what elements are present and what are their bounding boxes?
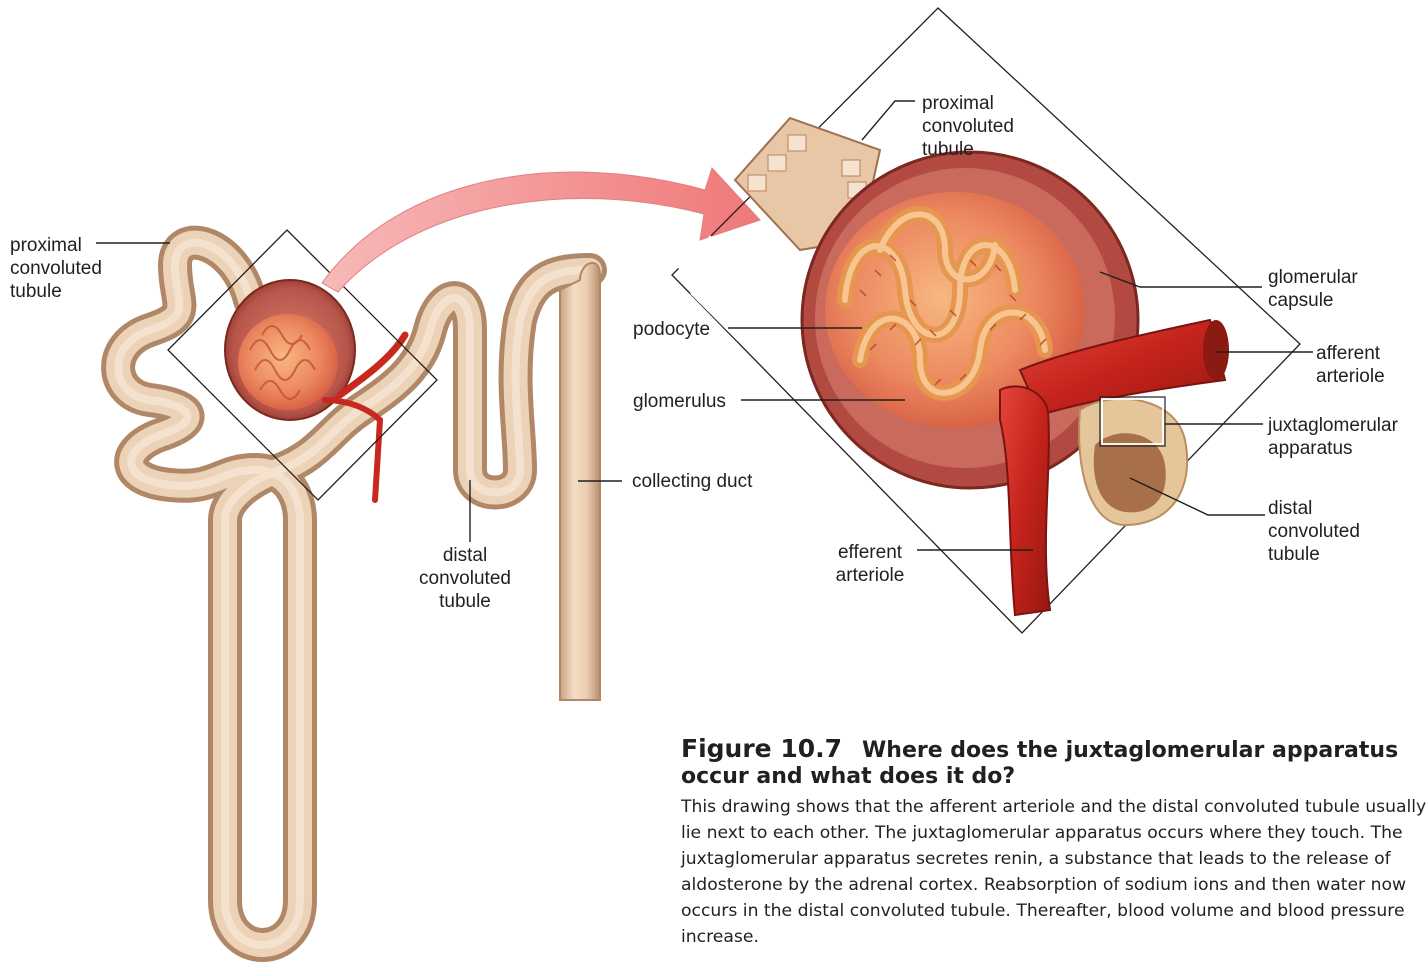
leader-top-proximal [862,101,915,140]
label-glomerular-capsule: glomerular capsule [1268,266,1358,312]
label-collecting-duct: collecting duct [632,470,752,493]
label-left-distal: distal convoluted tubule [405,544,525,613]
renal-corpuscle-large [735,118,1229,615]
caption-body: This drawing shows that the afferent art… [681,794,1428,950]
label-left-proximal: proximal convoluted tubule [10,234,102,303]
label-right-distal: distal convoluted tubule [1268,497,1360,566]
label-podocyte: podocyte [633,318,710,341]
label-glomerulus: glomerulus [633,390,726,413]
label-afferent: afferent arteriole [1316,342,1385,388]
label-efferent: efferent arteriole [820,541,920,587]
label-top-proximal: proximal convoluted tubule [922,92,1014,161]
label-juxtaglomerular: juxtaglomerular apparatus [1268,414,1398,460]
figure-number: Figure 10.7 [681,734,842,763]
